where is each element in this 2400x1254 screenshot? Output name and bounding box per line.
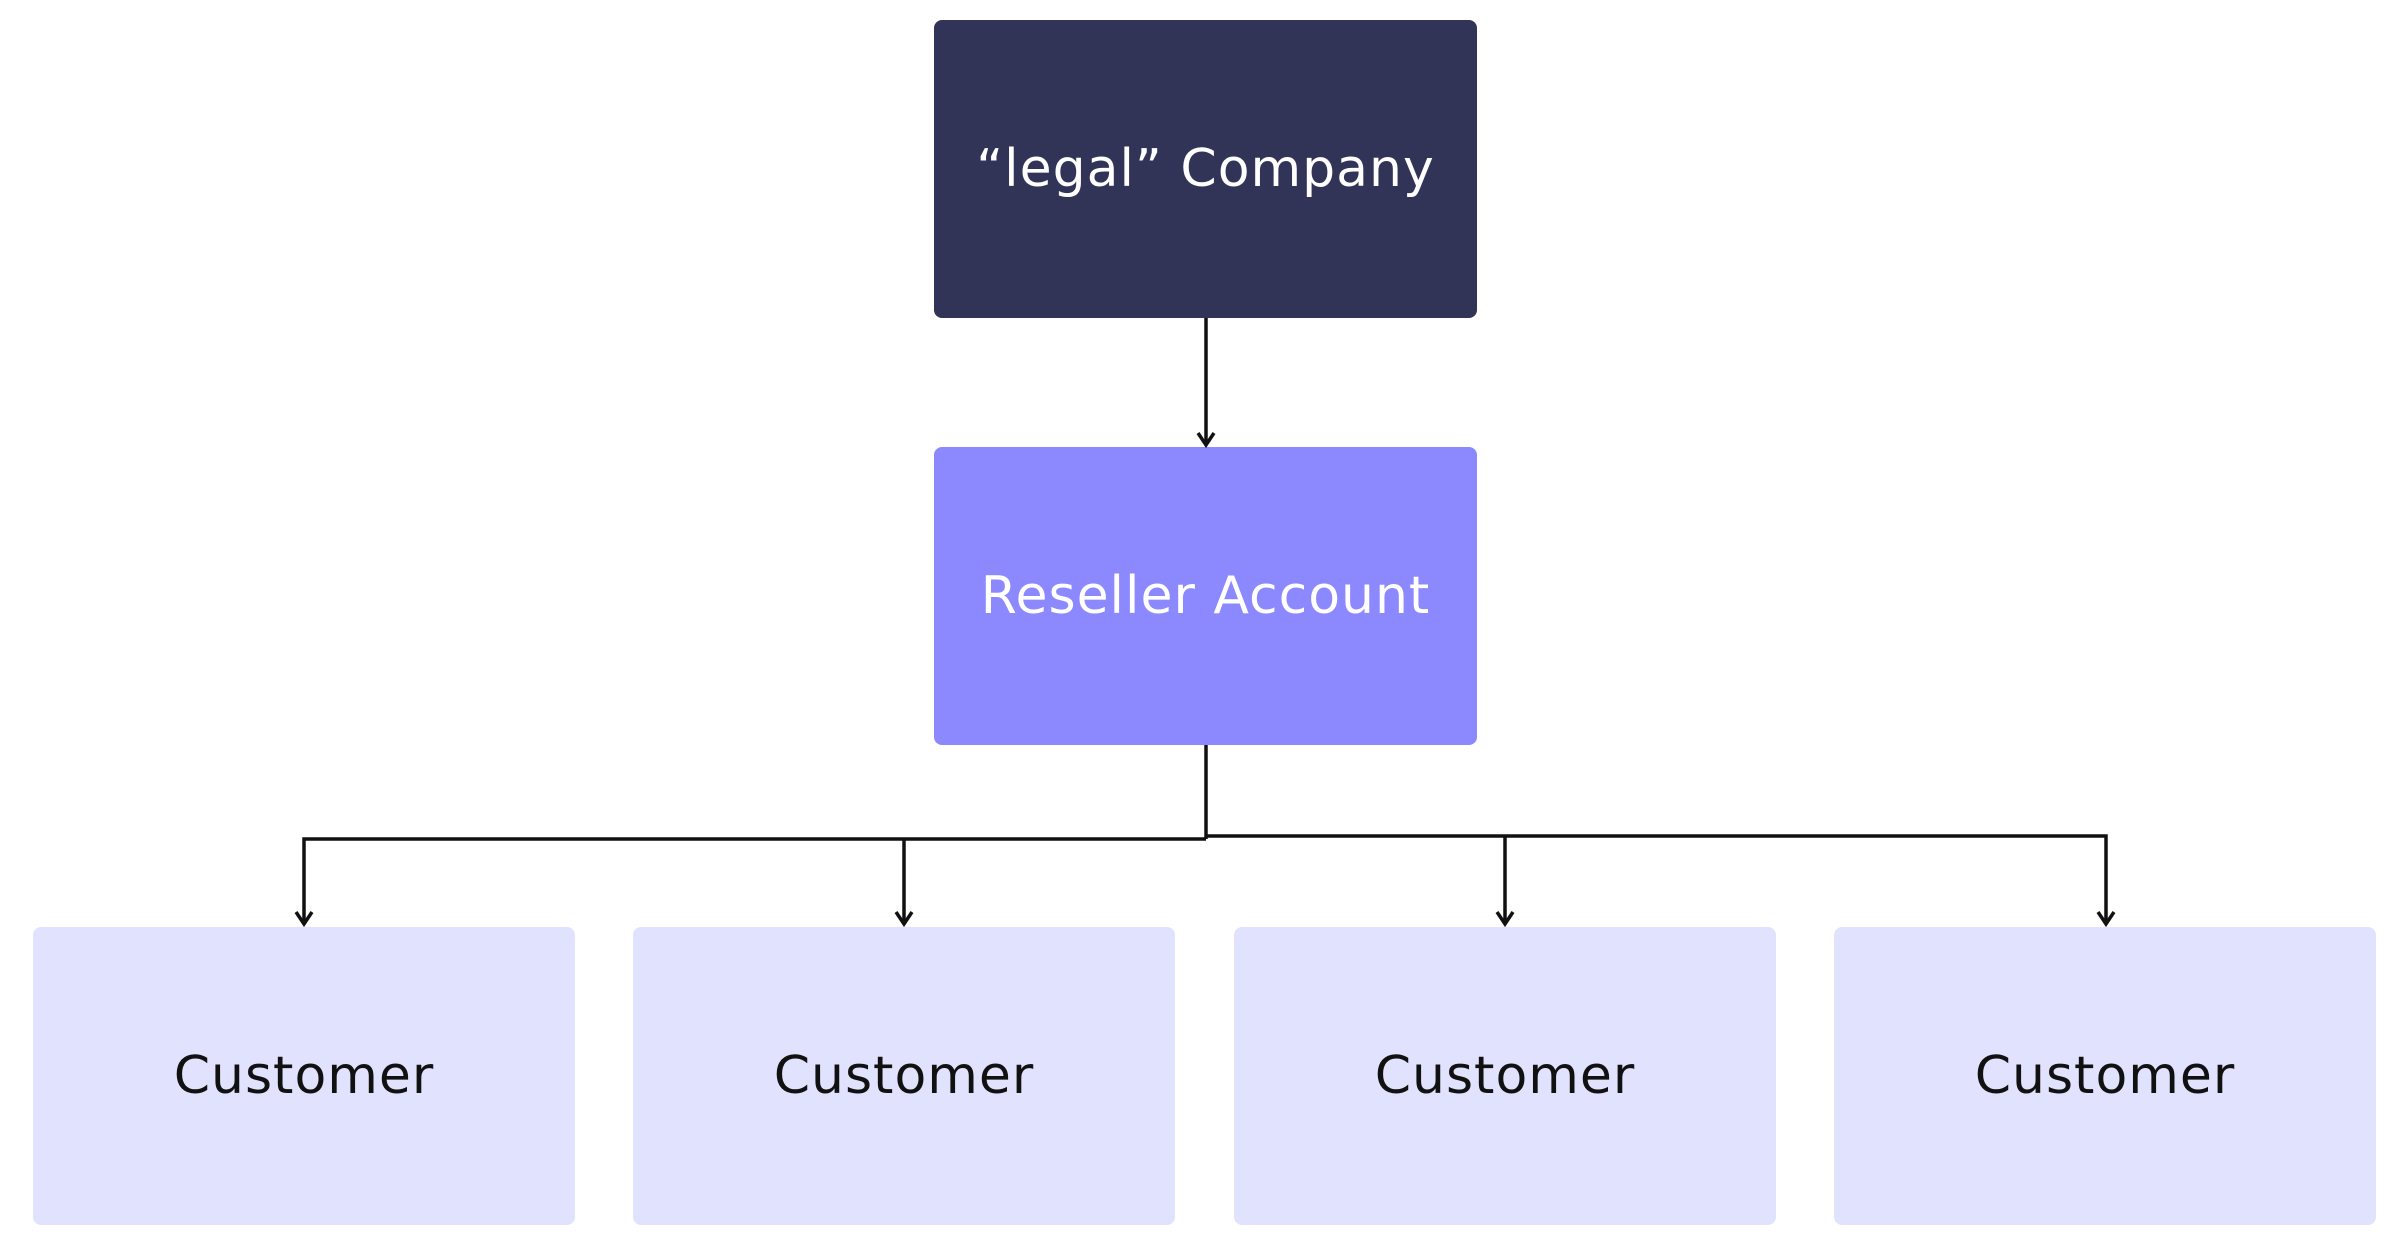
customer-label-4: Customer — [1974, 1046, 2236, 1106]
customer-label-1: Customer — [173, 1046, 435, 1106]
customer-label-3: Customer — [1374, 1046, 1636, 1106]
legal-company-label: “legal” Company — [976, 139, 1435, 199]
connector-branch-right — [1206, 834, 2108, 922]
arrowhead-customer-1 — [294, 911, 314, 928]
arrowhead-customer-4 — [2096, 911, 2116, 928]
arrowhead-customer-3 — [1495, 911, 1515, 928]
reseller-account-label: Reseller Account — [980, 566, 1431, 626]
customer-node-2: Customer — [633, 927, 1175, 1225]
arrowhead-reseller — [1196, 432, 1216, 449]
legal-company-node: “legal” Company — [934, 20, 1477, 318]
connector-branch-left — [302, 837, 1206, 922]
customer-node-1: Customer — [33, 927, 575, 1225]
customer-label-2: Customer — [773, 1046, 1035, 1106]
customer-node-4: Customer — [1834, 927, 2376, 1225]
customer-node-3: Customer — [1234, 927, 1776, 1225]
arrowhead-customer-2 — [894, 911, 914, 928]
reseller-account-node: Reseller Account — [934, 447, 1477, 745]
